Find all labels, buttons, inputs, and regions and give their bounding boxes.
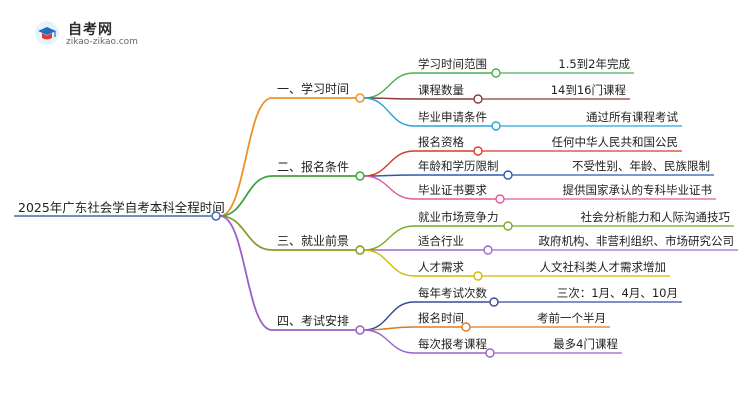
branch-toggle[interactable] bbox=[355, 93, 365, 103]
leaf-toggle[interactable] bbox=[485, 348, 495, 358]
leaf-label: 毕业申请条件 bbox=[418, 110, 487, 124]
value-label: 不受性别、年龄、民族限制 bbox=[572, 159, 710, 173]
value-label: 人文社科类人才需求增加 bbox=[540, 260, 667, 274]
leaf-connector bbox=[363, 97, 415, 127]
leaf-toggle[interactable] bbox=[473, 146, 483, 156]
value-label: 1.5到2年完成 bbox=[558, 57, 630, 71]
logo-subtitle: zikao-zikao.com bbox=[66, 37, 138, 47]
branch-label: 三、就业前景 bbox=[277, 233, 349, 248]
branch-label: 四、考试安排 bbox=[277, 313, 349, 328]
leaf-toggle[interactable] bbox=[483, 245, 493, 255]
value-label: 14到16门课程 bbox=[551, 83, 627, 97]
leaf-connector bbox=[363, 301, 415, 331]
leaf-label: 每年考试次数 bbox=[418, 286, 487, 300]
root-node-label: 2025年广东社会学自考本科全程时间 bbox=[18, 200, 225, 215]
leaf-label: 就业市场竞争力 bbox=[418, 210, 499, 224]
leaf-label: 课程数量 bbox=[418, 83, 464, 97]
leaf-toggle[interactable] bbox=[489, 297, 499, 307]
leaf-label: 学习时间范围 bbox=[418, 57, 487, 71]
value-label: 提供国家承认的专科毕业证书 bbox=[563, 183, 713, 197]
leaf-label: 年龄和学历限制 bbox=[418, 159, 499, 173]
leaf-toggle[interactable] bbox=[473, 271, 483, 281]
leaf-connector bbox=[363, 175, 415, 200]
graduation-cap-logo-icon bbox=[35, 21, 59, 45]
leaf-label: 毕业证书要求 bbox=[418, 183, 487, 197]
leaf-label: 人才需求 bbox=[418, 260, 464, 274]
leaf-toggle[interactable] bbox=[491, 68, 501, 78]
root-node-toggle[interactable] bbox=[211, 211, 221, 221]
branch-label: 二、报名条件 bbox=[277, 159, 349, 174]
leaf-toggle[interactable] bbox=[495, 194, 505, 204]
leaf-connector bbox=[363, 249, 415, 277]
branch-label: 一、学习时间 bbox=[277, 81, 349, 96]
leaf-connector bbox=[363, 329, 415, 354]
branch-toggle[interactable] bbox=[355, 325, 365, 335]
leaf-connector bbox=[363, 225, 415, 251]
branch-toggle[interactable] bbox=[355, 245, 365, 255]
leaf-toggle[interactable] bbox=[491, 121, 501, 131]
value-label: 社会分析能力和人际沟通技巧 bbox=[581, 210, 731, 224]
site-logo[interactable]: 自考网 zikao-zikao.com bbox=[24, 18, 154, 50]
leaf-toggle[interactable] bbox=[503, 221, 513, 231]
branch-connector bbox=[219, 215, 273, 331]
logo-title: 自考网 bbox=[68, 22, 113, 38]
branch-connector bbox=[219, 97, 273, 217]
leaf-toggle[interactable] bbox=[461, 322, 471, 332]
leaf-label: 每次报考课程 bbox=[418, 337, 487, 351]
leaf-toggle[interactable] bbox=[473, 94, 483, 104]
leaf-connector bbox=[363, 150, 415, 177]
branch-toggle[interactable] bbox=[355, 171, 365, 181]
value-label: 最多4门课程 bbox=[553, 337, 618, 351]
leaf-connector bbox=[363, 72, 415, 99]
value-label: 考前一个半月 bbox=[537, 311, 606, 325]
value-label: 通过所有课程考试 bbox=[586, 110, 678, 124]
leaf-label: 适合行业 bbox=[418, 234, 464, 248]
value-label: 任何中华人民共和国公民 bbox=[552, 135, 679, 149]
value-label: 三次：1月、4月、10月 bbox=[557, 286, 678, 300]
value-label: 政府机构、非营利组织、市场研究公司 bbox=[539, 234, 735, 248]
leaf-toggle[interactable] bbox=[503, 170, 513, 180]
leaf-label: 报名资格 bbox=[418, 135, 464, 149]
branch-connector bbox=[219, 215, 273, 251]
leaf-label: 报名时间 bbox=[418, 311, 464, 325]
branch-connector bbox=[219, 175, 273, 217]
